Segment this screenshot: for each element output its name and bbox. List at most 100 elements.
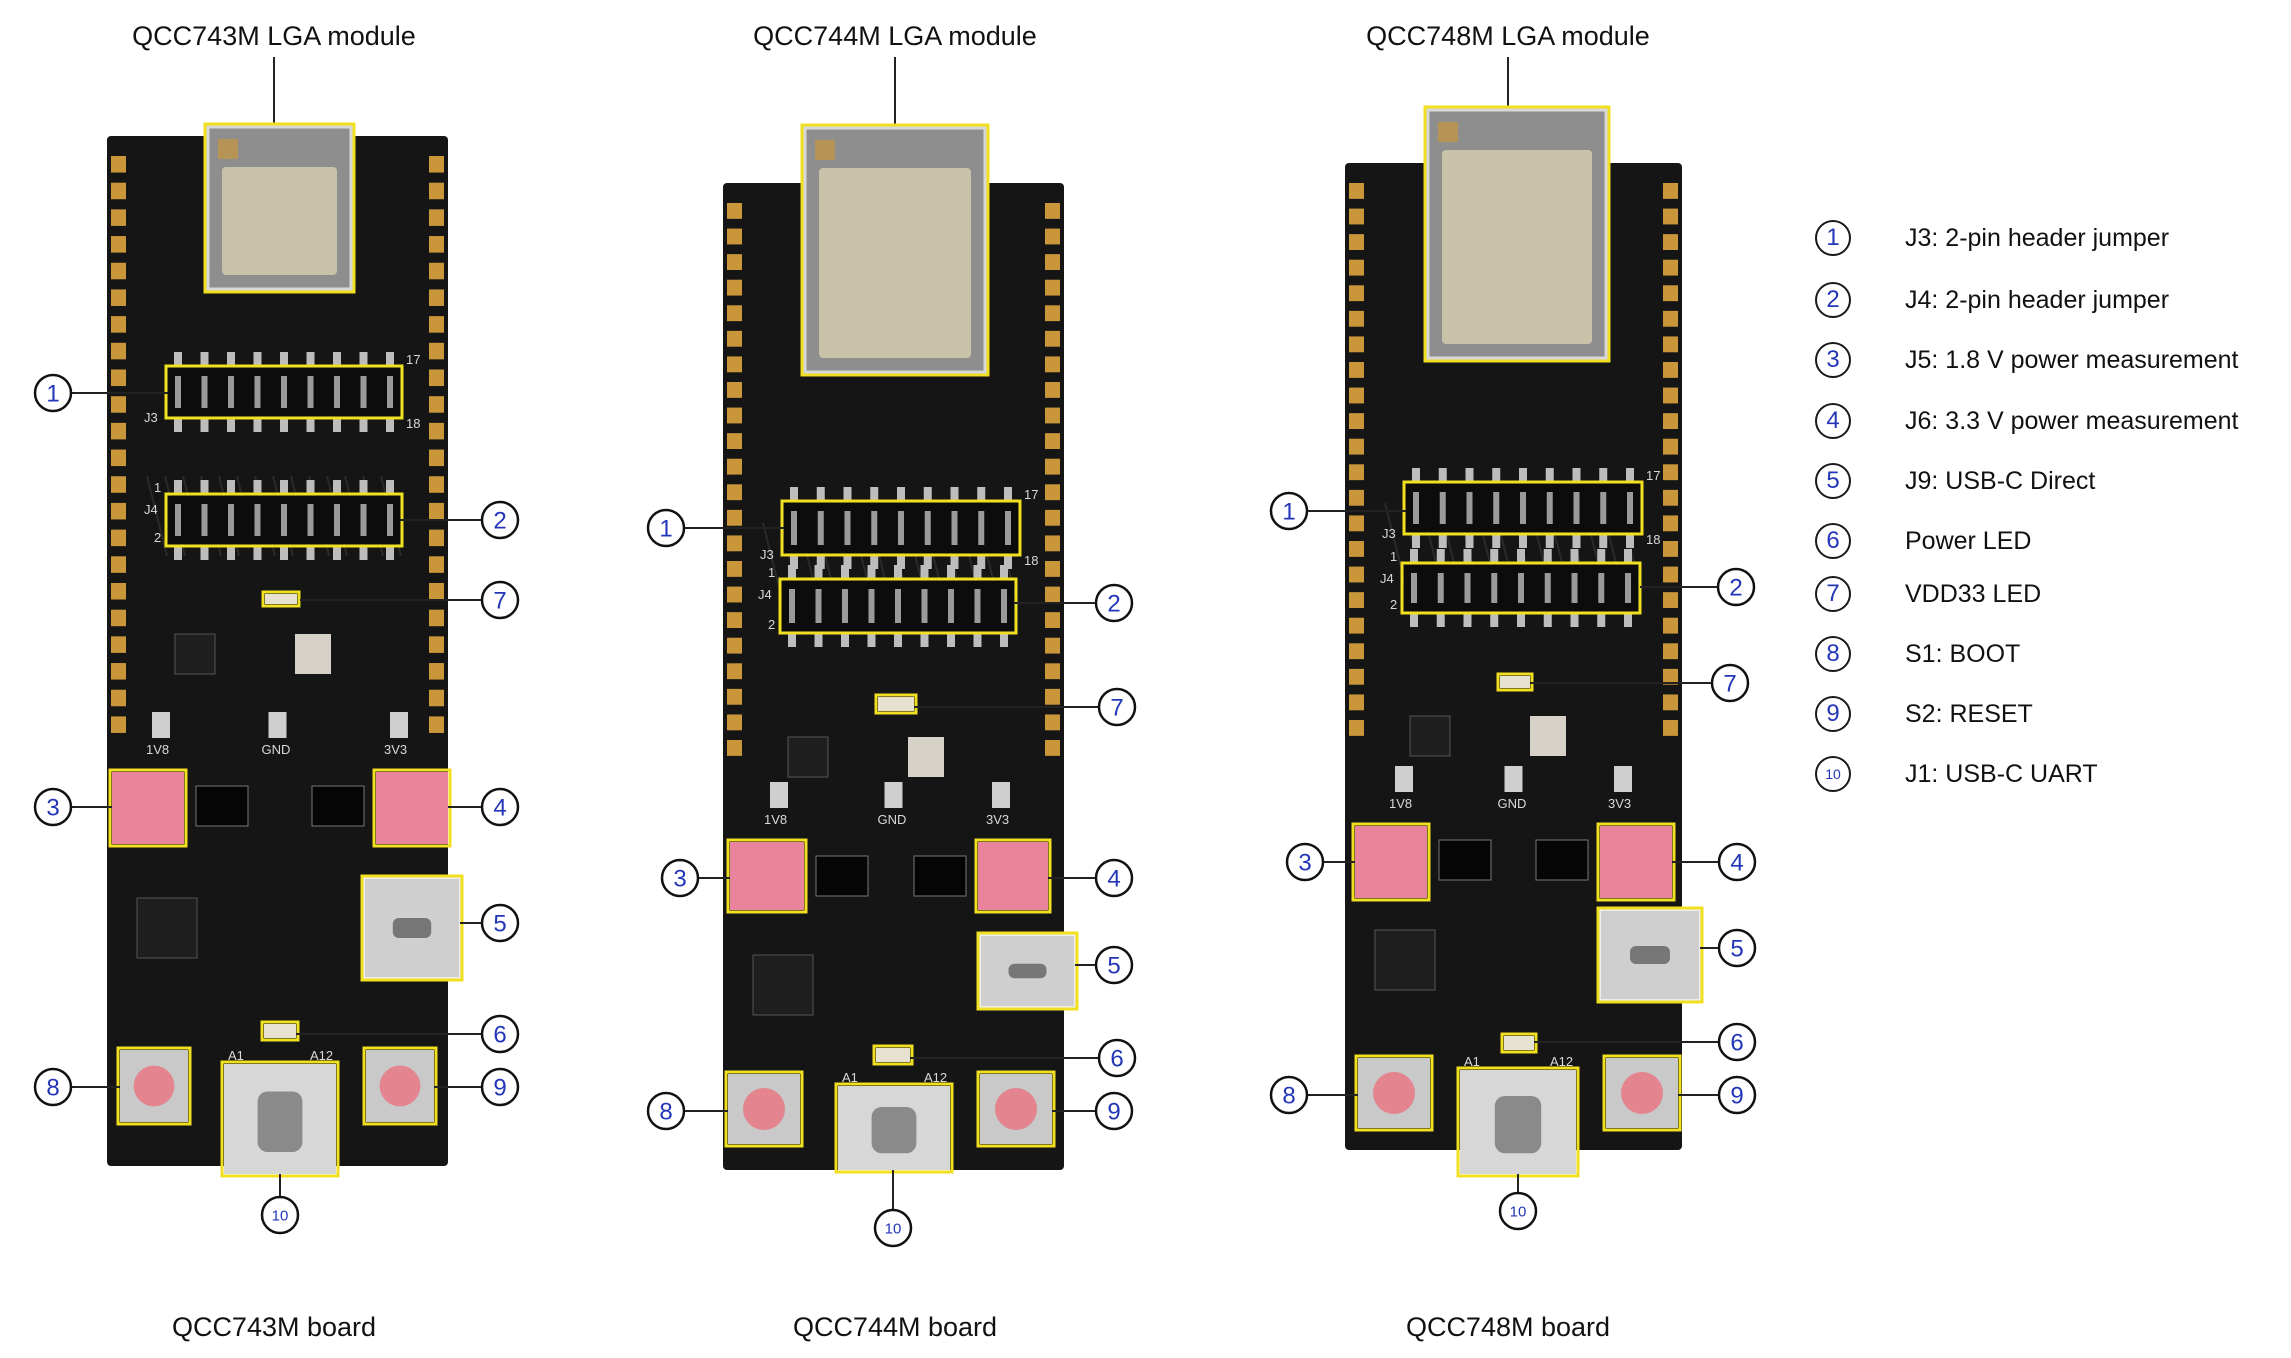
j4-header-pin: [174, 480, 182, 494]
edge-pad-left: [1349, 668, 1364, 685]
edge-pad-right: [1663, 668, 1678, 685]
edge-pad-right: [429, 476, 444, 493]
j4-header-pin: [253, 546, 262, 560]
edge-pad-left: [727, 688, 742, 705]
callout-5-number: 5: [1730, 936, 1743, 963]
j5-header: [195, 785, 249, 827]
edge-pad-left: [111, 316, 126, 333]
j4-header-pin: [1490, 613, 1499, 627]
edge-pad-left: [111, 156, 126, 173]
edge-pad-left: [1349, 259, 1364, 276]
j4-header-pin: [306, 546, 315, 560]
test-point-gnd: [268, 712, 287, 738]
edge-pad-left: [727, 740, 742, 756]
edge-pad-left: [727, 586, 742, 603]
edge-pad-right: [1045, 330, 1060, 347]
j3-header-pin-top: [1413, 492, 1419, 524]
legend-label-4: J6: 3.3 V power measurement: [1905, 406, 2239, 435]
edge-pad-right: [1663, 694, 1678, 711]
j4-header-pin: [359, 546, 368, 560]
j3-header-pin: [790, 555, 798, 569]
silk-a1: A1: [228, 1048, 244, 1063]
j4-header-pin-top: [1544, 573, 1551, 603]
callout-2-circle: [480, 500, 520, 540]
boot-button-cap: [1373, 1072, 1415, 1114]
edge-pad-right: [1045, 535, 1060, 552]
callout-9-circle: [480, 1067, 520, 1107]
silk-a1: A1: [1464, 1054, 1480, 1069]
j3-header-pin: [386, 352, 394, 366]
power-led-highlight: [260, 1020, 300, 1042]
j4-header-pin-top: [921, 589, 928, 623]
j4-header-pin-top: [307, 504, 314, 536]
j4-header-pin: [894, 565, 902, 579]
j4-header-pin-top: [868, 589, 875, 623]
callout-2-circle: [1716, 567, 1756, 607]
callout-9: 9: [1717, 1075, 1757, 1115]
edge-pad-left: [727, 663, 742, 680]
j4-header-pin-top: [175, 504, 181, 536]
j4-header-pin: [1436, 549, 1445, 563]
edge-pad-left: [727, 203, 742, 219]
callout-6-number: 6: [1110, 1046, 1123, 1073]
edge-pad-right: [1045, 279, 1060, 296]
j3-header-pin: [359, 352, 368, 366]
legend-number-5: 5: [1815, 463, 1851, 499]
j3-header-pin: [1438, 468, 1447, 482]
legend-number-10: 10: [1815, 756, 1851, 792]
j3-header-pin: [950, 487, 959, 501]
edge-pad-right: [1045, 509, 1060, 526]
edge-pad-left: [1349, 515, 1364, 532]
edge-pad-left: [1349, 234, 1364, 250]
callout-5-circle: [1094, 945, 1134, 985]
j3-header-pin: [280, 352, 288, 366]
edge-pad-left: [1349, 566, 1364, 583]
edge-pad-left: [1349, 413, 1364, 430]
silk-pin17: 17: [406, 352, 420, 367]
callout-6-circle: [1097, 1038, 1137, 1078]
edge-pad-right: [1663, 387, 1678, 404]
pcb-trace: [146, 475, 168, 557]
callout-5-number: 5: [493, 911, 506, 938]
module-shield: [1442, 150, 1592, 344]
callout-10-circle: [1498, 1191, 1538, 1231]
j3-header-pin-top: [307, 376, 314, 408]
test-point-1v8: [1395, 766, 1413, 792]
edge-pad-right: [1663, 617, 1678, 634]
j3-header-pin: [200, 418, 209, 432]
power-led: [876, 1048, 910, 1062]
edge-pad-left: [727, 305, 742, 322]
edge-pad-left: [1349, 387, 1364, 404]
edge-pad-left: [727, 356, 742, 373]
j3-header-pin-top: [175, 376, 181, 408]
board-title: QCC748M board: [1406, 1312, 1610, 1342]
j4-header-pin-top: [360, 504, 367, 536]
callout-7: 7: [1097, 687, 1137, 727]
pcb: [723, 183, 1064, 1170]
j4-header-pin: [200, 546, 209, 560]
edge-pad-right: [429, 502, 444, 520]
legend-label-2: J4: 2-pin header jumper: [1905, 285, 2170, 314]
silk-pin1: 1: [768, 565, 775, 580]
callout-4-circle: [480, 787, 520, 827]
j3-header-pin-top: [1520, 492, 1526, 524]
j3-header-pin: [950, 555, 959, 569]
silk-j4: J4: [144, 502, 158, 517]
j3-header-pin: [359, 418, 368, 432]
j3-header-pin-top: [1439, 492, 1446, 524]
reset-button-highlight: [1602, 1054, 1682, 1132]
edge-pad-left: [1349, 285, 1364, 302]
j4-header-pin-top: [842, 589, 848, 623]
legend-label-10: J1: USB-C UART: [1905, 759, 2098, 788]
reset-button-highlight: [976, 1070, 1056, 1148]
silk-pin17: 17: [1646, 468, 1660, 483]
silk-1v8: 1V8: [764, 812, 787, 827]
callout-5: 5: [1094, 945, 1134, 985]
j4-header-pin: [1543, 613, 1552, 627]
edge-pad-right: [1663, 362, 1678, 378]
usb-c-direct-highlight: [976, 931, 1079, 1011]
edge-pad-right: [429, 156, 444, 173]
silk-a12: A12: [310, 1048, 333, 1063]
j3-header-pin: [1545, 468, 1554, 482]
j3-header-pin-top: [1493, 492, 1500, 524]
